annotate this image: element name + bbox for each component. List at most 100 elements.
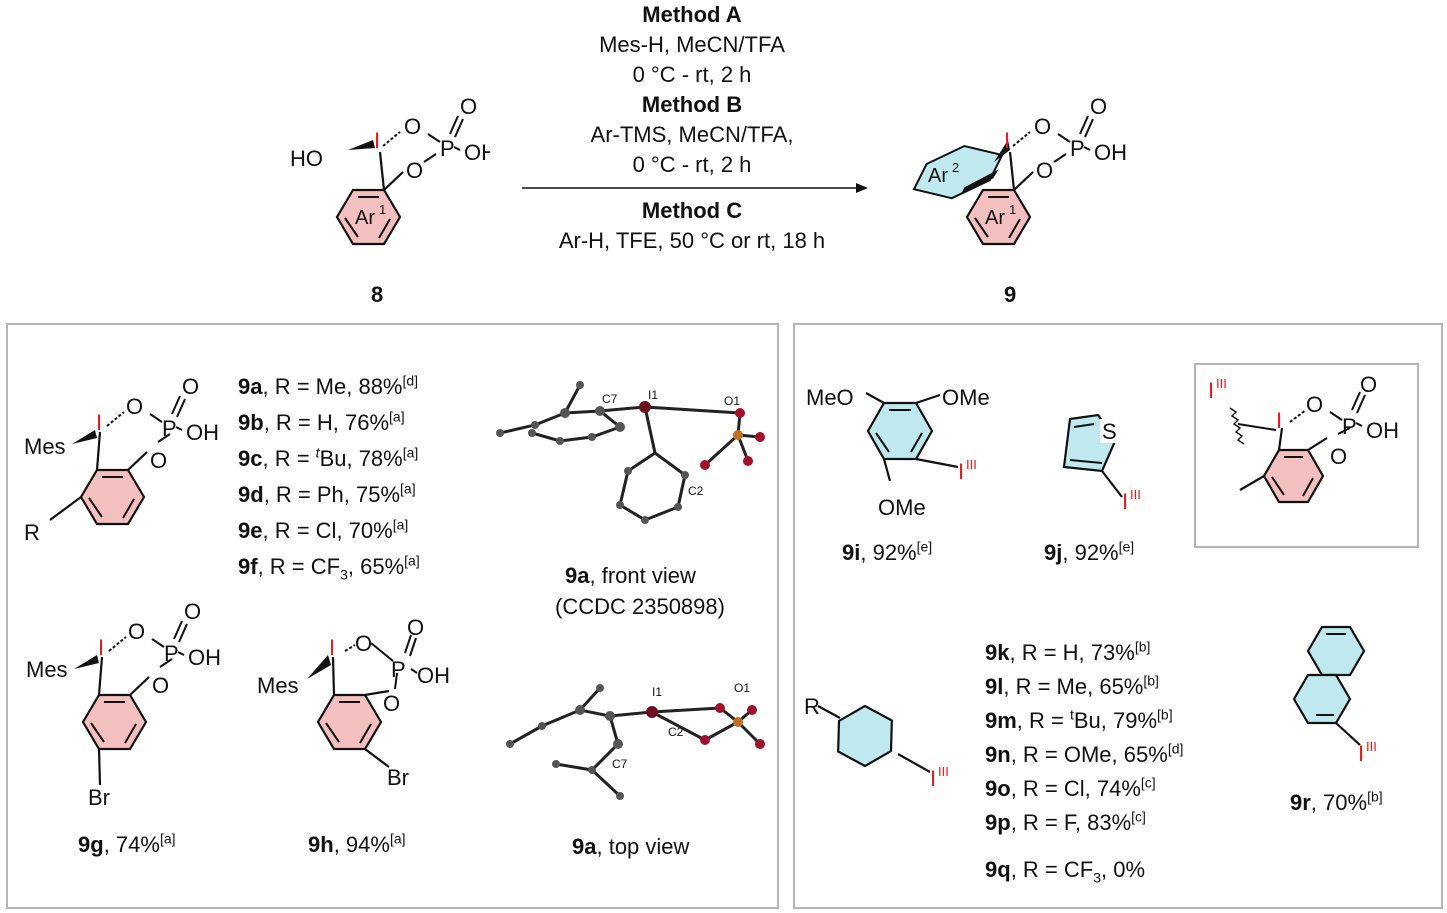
method-b-reagents: Ar-TMS, MeCN/TFA, — [590, 122, 794, 147]
entry-9f: 9f, R = CF3, 65%[a] — [238, 552, 420, 583]
method-a-reagents: Mes-H, MeCN/TFA — [599, 32, 785, 57]
product-9-structure: Ar 2 I O P O OH O Ar 1 — [912, 94, 1127, 246]
method-b-conditions: 0 °C - rt, 2 h — [632, 152, 752, 177]
svg-text:OH: OH — [188, 645, 221, 670]
entry-9h: 9h, 94%[a] — [308, 830, 406, 857]
entry-9n: 9n, R = OMe, 65%[d] — [985, 740, 1184, 767]
svg-text:OH: OH — [1366, 418, 1399, 443]
svg-text:O: O — [152, 673, 169, 698]
svg-text:O: O — [1330, 444, 1347, 469]
entry-9l: 9l, R = Me, 65%[b] — [985, 672, 1159, 699]
svg-text:HO: HO — [290, 146, 323, 171]
iodine-atom: I — [374, 128, 380, 153]
method-c-conditions: Ar-H, TFE, 50 °C or rt, 18 h — [558, 228, 826, 253]
svg-text:P: P — [391, 657, 406, 682]
svg-text:2: 2 — [952, 160, 959, 175]
method-a-conditions: 0 °C - rt, 2 h — [632, 62, 752, 87]
structure-9g: I O P O OH O Mes Br — [26, 599, 221, 810]
svg-text:O: O — [128, 619, 145, 644]
svg-text:Mes: Mes — [24, 434, 66, 459]
entry-9m: 9m, R = tBu, 79%[b] — [985, 706, 1173, 733]
svg-text:I1: I1 — [648, 388, 658, 402]
entry-9r: 9r, 70%[b] — [1290, 788, 1383, 815]
entry-9p: 9p, R = F, 83%[c] — [985, 808, 1146, 835]
svg-text:R: R — [804, 694, 820, 719]
svg-text:P: P — [164, 641, 179, 666]
svg-text:III: III — [1130, 487, 1141, 502]
svg-text:OH: OH — [464, 140, 490, 165]
svg-text:O: O — [404, 114, 421, 139]
svg-text:OMe: OMe — [942, 385, 990, 410]
svg-text:I: I — [1208, 378, 1214, 403]
svg-text:I: I — [98, 635, 104, 660]
inset-motif-box — [1194, 363, 1419, 548]
svg-text:I: I — [329, 635, 335, 660]
svg-text:I: I — [930, 766, 936, 791]
entry-9a: 9a, R = Me, 88%[d] — [238, 372, 419, 399]
svg-text:O: O — [1306, 392, 1323, 417]
crystal-top-caption: 9a, top view — [572, 834, 690, 859]
svg-text:P: P — [440, 136, 455, 161]
structure-9r: I III — [1292, 625, 1377, 766]
entry-9e: 9e, R = Cl, 70%[a] — [238, 516, 409, 543]
svg-text:1: 1 — [1009, 202, 1016, 217]
reaction-arrow — [522, 183, 868, 193]
svg-text:OH: OH — [1094, 140, 1127, 165]
svg-text:OMe: OMe — [878, 495, 926, 520]
svg-text:Br: Br — [387, 765, 409, 790]
svg-text:R: R — [24, 520, 40, 545]
svg-text:O: O — [1036, 158, 1053, 183]
compound-label-9: 9 — [1004, 282, 1017, 307]
entry-9j: 9j, 92%[e] — [1044, 538, 1135, 565]
svg-text:Mes: Mes — [26, 657, 68, 682]
svg-text:I: I — [96, 410, 102, 435]
svg-text:S: S — [1102, 419, 1117, 444]
svg-text:III: III — [1366, 739, 1377, 754]
svg-text:1: 1 — [379, 202, 386, 217]
svg-text:Ar: Ar — [355, 207, 375, 229]
svg-text:P: P — [1342, 414, 1357, 439]
svg-text:I: I — [1122, 489, 1128, 514]
svg-text:Mes: Mes — [257, 673, 299, 698]
svg-text:O: O — [406, 158, 423, 183]
svg-text:O: O — [1034, 114, 1051, 139]
entry-9k: 9k, R = H, 73%[b] — [985, 638, 1151, 665]
entry-9d: 9d, R = Ph, 75%[a] — [238, 480, 416, 507]
svg-text:O: O — [1360, 372, 1377, 397]
right-scope-panel — [793, 323, 1443, 909]
structure-9i: MeO OMe OMe I III — [806, 385, 990, 520]
iodine-atom: I — [1004, 128, 1010, 153]
svg-text:O: O — [460, 94, 477, 119]
svg-text:O1: O1 — [734, 681, 750, 695]
svg-text:Ar: Ar — [928, 165, 948, 187]
structure-9h: I O P O OH O Mes Br — [257, 615, 450, 790]
svg-text:O: O — [407, 615, 424, 640]
svg-text:P: P — [1070, 136, 1085, 161]
svg-text:O: O — [150, 448, 167, 473]
svg-text:O: O — [182, 374, 199, 399]
entry-9q: 9q, R = CF3, 0% — [985, 857, 1146, 886]
method-a-title: Method A — [642, 2, 742, 27]
svg-text:I: I — [1358, 741, 1364, 766]
compound-label-8: 8 — [371, 282, 384, 307]
crystal-structure-front-view: C7 I1 O1 C2 — [496, 381, 765, 524]
svg-text:Ar: Ar — [985, 207, 1005, 229]
method-c-title: Method C — [641, 198, 743, 223]
svg-text:OH: OH — [417, 663, 450, 688]
entry-9i: 9i, 92%[e] — [842, 538, 933, 565]
crystal-structure-top-view: I1 O1 C7 C2 — [506, 681, 765, 800]
crystal-ccdc-number: (CCDC 2350898) — [555, 594, 725, 619]
svg-text:C2: C2 — [668, 725, 684, 739]
svg-text:C7: C7 — [612, 757, 628, 771]
svg-text:O: O — [383, 691, 400, 716]
svg-text:III: III — [966, 457, 977, 472]
svg-text:O: O — [1090, 94, 1107, 119]
svg-text:P: P — [162, 416, 177, 441]
svg-text:III: III — [1216, 376, 1227, 391]
svg-text:C2: C2 — [688, 484, 704, 498]
svg-text:Br: Br — [88, 785, 110, 810]
svg-text:O: O — [355, 631, 372, 656]
svg-text:I: I — [958, 459, 964, 484]
svg-text:C7: C7 — [602, 392, 618, 406]
svg-text:I1: I1 — [652, 685, 662, 699]
